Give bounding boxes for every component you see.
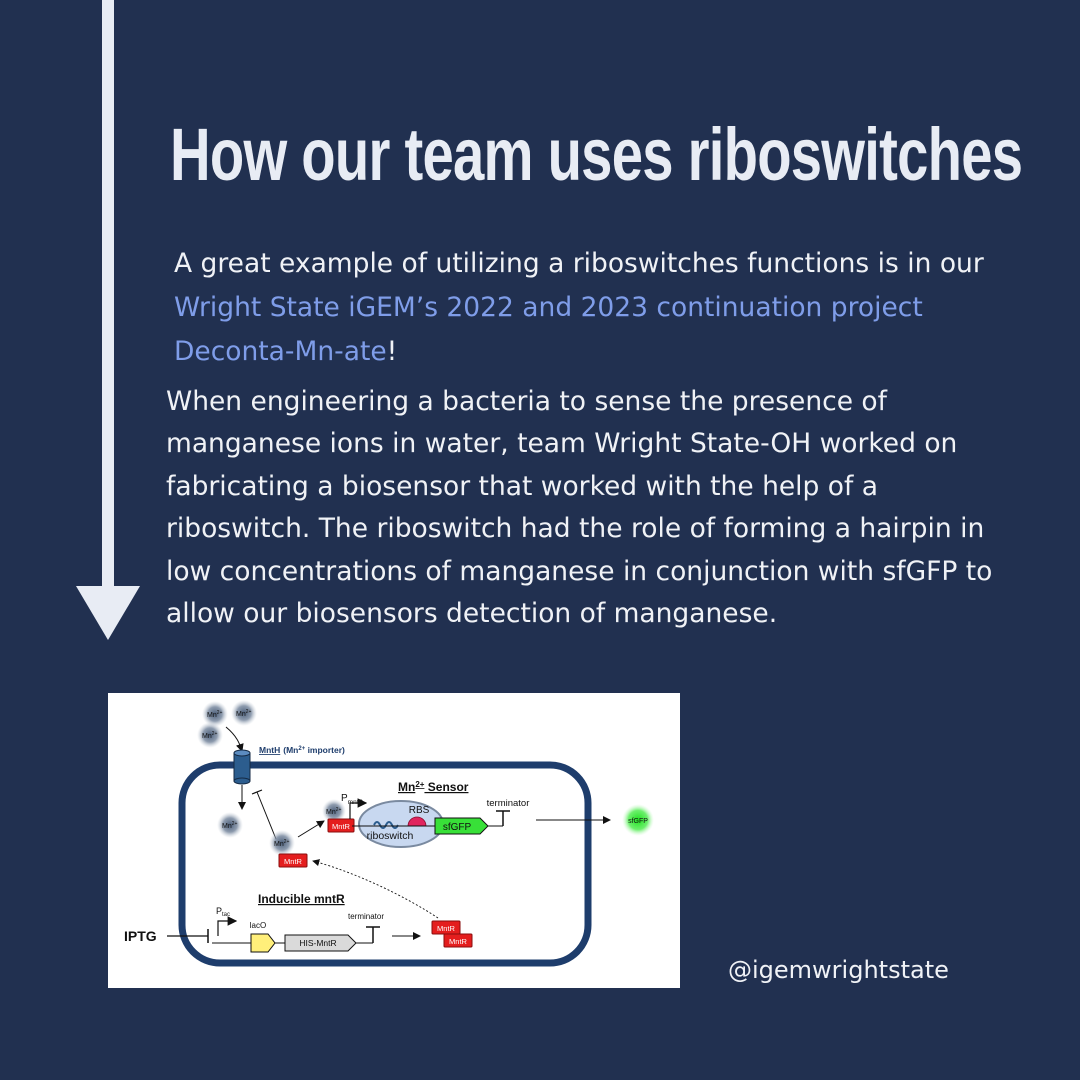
terminator-label: terminator: [487, 798, 530, 809]
sfgfp-protein: sfGFP: [622, 804, 654, 836]
down-arrow-icon: [76, 586, 140, 640]
mn-ion-inside-1: Mn2+: [217, 812, 243, 838]
mn-label: Mn: [207, 712, 217, 719]
mntr-label: MntR: [284, 857, 303, 866]
intro-text-end: !: [386, 336, 398, 367]
mn-charge: 2+: [284, 839, 290, 845]
mn-label: Mn: [274, 841, 284, 848]
mn-charge: 2+: [336, 807, 342, 813]
importer-desc-close: importer): [305, 745, 345, 755]
mn-charge: 2+: [217, 710, 223, 716]
project-link[interactable]: Wright State iGEM’s 2022 and 2023 contin…: [174, 292, 923, 367]
intro-paragraph: A great example of utilizing a riboswitc…: [174, 242, 994, 374]
mn-label: Mn: [202, 733, 212, 740]
biosensor-diagram: Mn2+ Mn2+ Mn2+ MntH(Mn2+ importer) Mn2+: [108, 693, 680, 988]
promoter-sensor-sub: mntP: [348, 799, 363, 806]
promoter-sensor-main: P: [341, 793, 348, 804]
his-mntr-label: HIS-MntR: [299, 938, 336, 948]
laco-operator: lacO: [250, 921, 276, 953]
svg-text:Mn2+: Mn2+: [202, 731, 218, 740]
sfgfp-protein-label: sfGFP: [628, 818, 648, 825]
mnth-transporter: [233, 749, 251, 785]
importer-desc-open: (Mn: [283, 745, 298, 755]
timeline-arrow-shaft: [102, 0, 114, 588]
sensor-title-charge: 2+: [415, 780, 424, 789]
intro-text: A great example of utilizing a riboswitc…: [174, 248, 984, 279]
svg-text:Mn2+: Mn2+: [222, 821, 238, 830]
sensor-title-rest: Sensor: [424, 780, 468, 794]
cell-membrane: [178, 761, 592, 967]
mn-mntr-complex: Mn2+ MntR: [322, 799, 355, 833]
rbs-label: RBS: [409, 805, 430, 816]
mn-ion-inside-2: Mn2+: [269, 830, 295, 856]
his-mntr-gene: HIS-MntR: [284, 934, 357, 952]
mntr-label: MntR: [437, 924, 456, 933]
mn-ion-3: Mn2+: [197, 722, 223, 748]
mn-label: Mn: [236, 711, 246, 718]
iptg-label: IPTG: [124, 928, 157, 944]
promoter-tac-label: Ptac: [216, 906, 230, 918]
promoter-sensor-label: PmntP: [341, 793, 363, 806]
sensor-title: Mn2+ Sensor: [398, 780, 469, 794]
mn-ion-2: Mn2+: [231, 700, 257, 726]
importer-name: MntH: [259, 745, 280, 755]
mn-ion-1: Mn2+: [202, 701, 228, 727]
importer-charge: 2+: [298, 746, 305, 752]
inducible-title: Inducible mntR: [258, 892, 345, 906]
mntr-protein-free: MntR: [278, 853, 308, 868]
mn-charge: 2+: [232, 821, 238, 827]
svg-text:Mn2+: Mn2+: [326, 807, 342, 816]
mntr-protein-stack: MntR MntR: [431, 920, 473, 948]
page-title: How our team uses riboswitches: [170, 113, 1023, 196]
sfgfp-gene: sfGFP: [434, 817, 489, 835]
mntr-label: MntR: [332, 822, 351, 831]
mntr-label: MntR: [449, 937, 468, 946]
laco-label: lacO: [250, 921, 266, 930]
mn-label: Mn: [326, 809, 336, 816]
social-handle: @igemwrightstate: [728, 956, 949, 984]
svg-text:Mn2+: Mn2+: [274, 839, 290, 848]
svg-text:Mn2+: Mn2+: [207, 710, 223, 719]
importer-label: MntH(Mn2+ importer): [259, 745, 345, 755]
sfgfp-gene-label: sfGFP: [443, 822, 472, 833]
sensor-title-main: Mn: [398, 780, 415, 794]
riboswitch-label: riboswitch: [367, 830, 414, 842]
promoter-tac-main: P: [216, 906, 222, 916]
promoter-tac-sub: tac: [222, 912, 230, 918]
body-paragraph: When engineering a bacteria to sense the…: [166, 386, 993, 630]
mn-charge: 2+: [212, 731, 218, 737]
mn-label: Mn: [222, 823, 232, 830]
terminator-inducible-label: terminator: [348, 912, 384, 921]
svg-text:Mn2+: Mn2+: [236, 709, 252, 718]
mn-charge: 2+: [246, 709, 252, 715]
